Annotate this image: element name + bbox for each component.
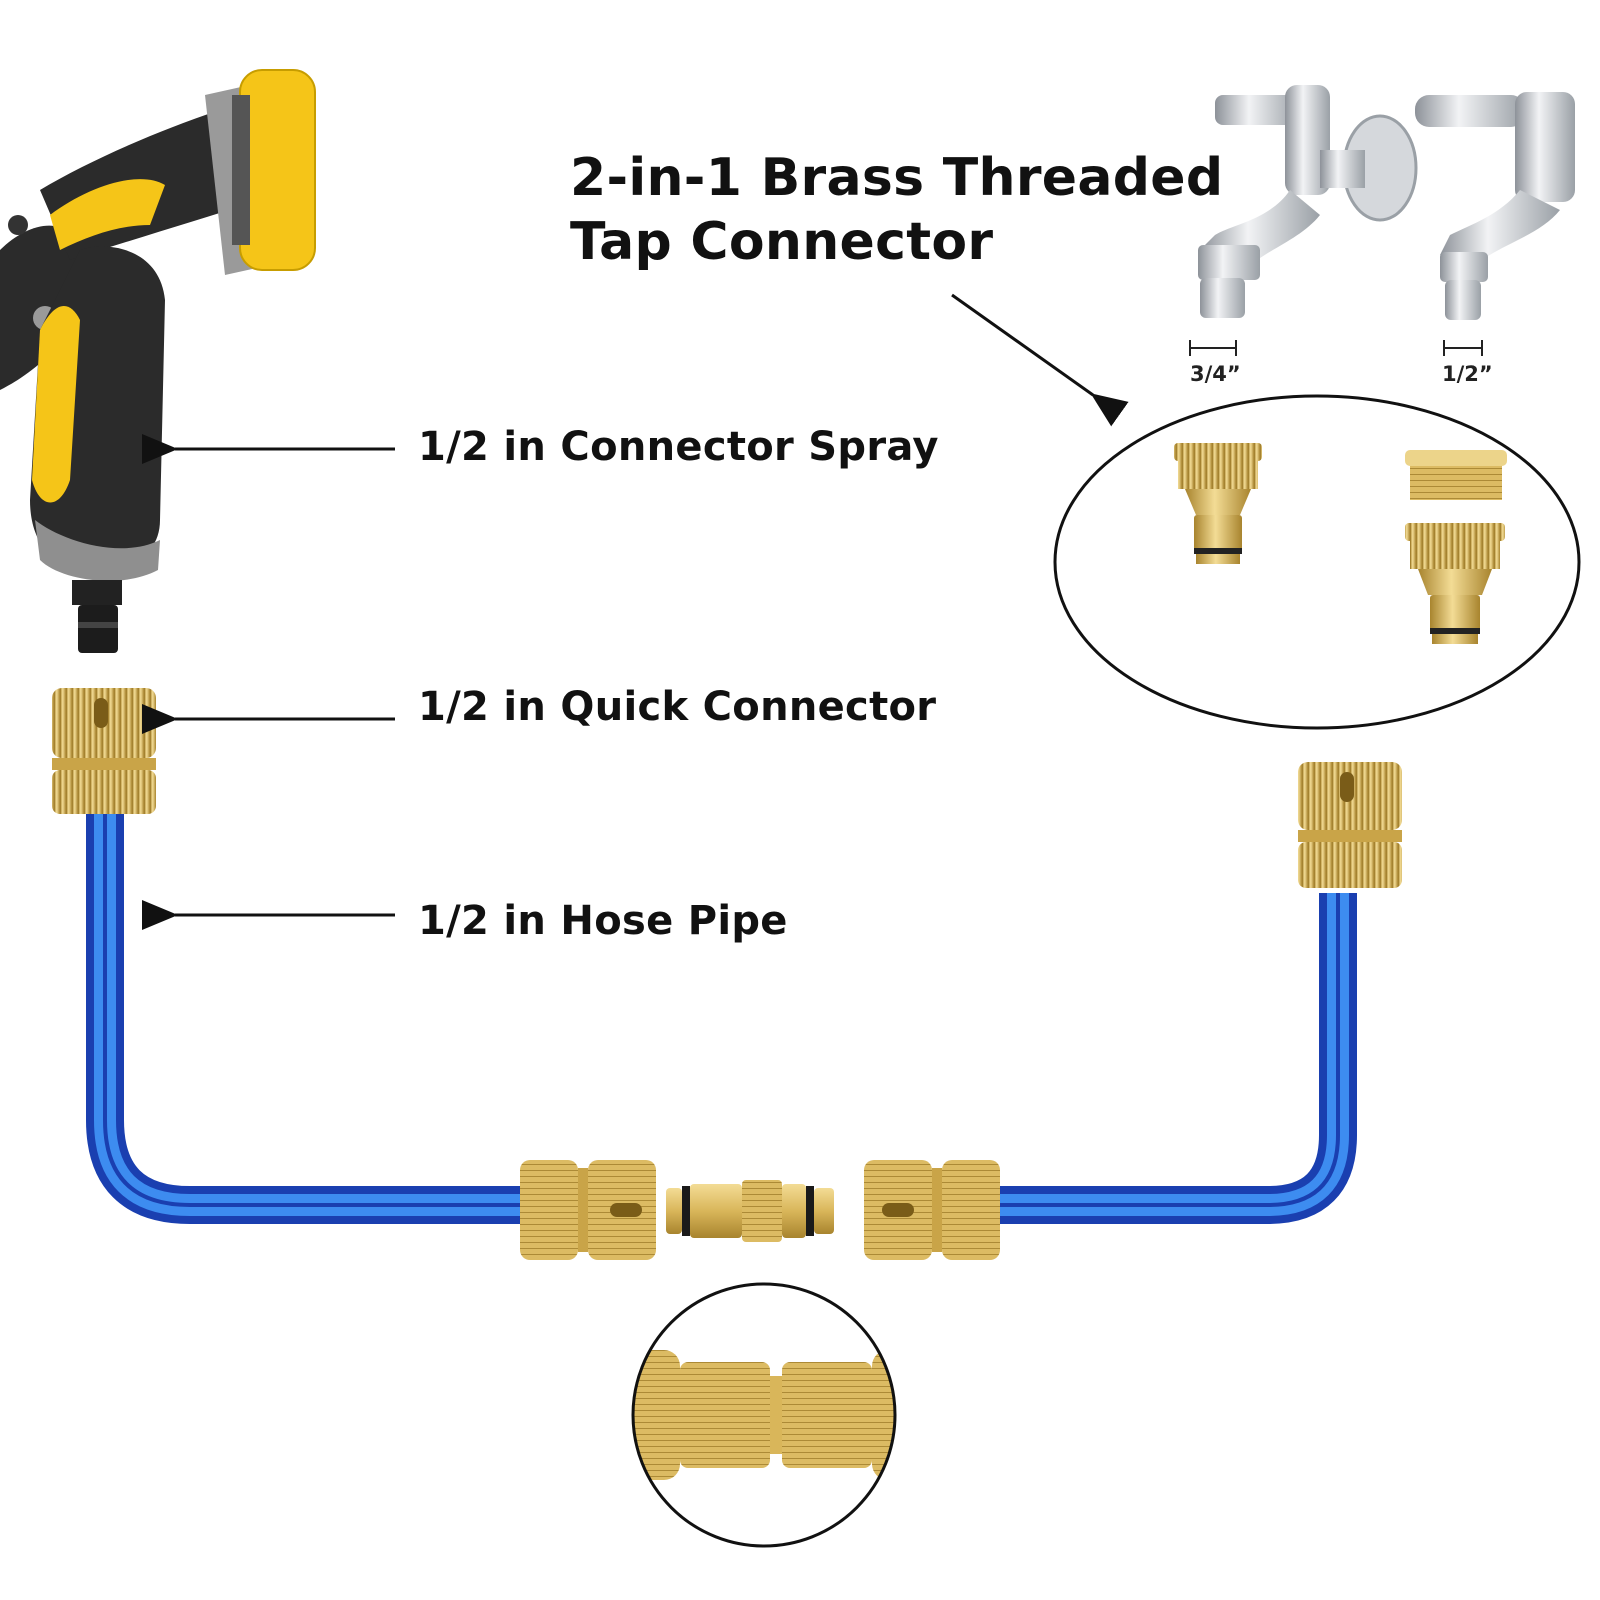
double-male-coupler <box>666 1180 834 1242</box>
callout-quick-connector: 1/2 in Quick Connector <box>418 684 937 730</box>
hose-pipe <box>86 805 1357 1224</box>
spray-nozzle-icon <box>0 69 316 653</box>
callout-hose-pipe: 1/2 in Hose Pipe <box>418 898 788 944</box>
arrow-icon <box>142 293 1129 930</box>
brass-connector-icon <box>1053 394 1581 730</box>
tap-size-right: 1/2” <box>1442 362 1493 386</box>
title-line-2: Tap Connector <box>570 212 994 272</box>
callout-spray: 1/2 in Connector Spray <box>418 424 939 470</box>
tap-size-left: 3/4” <box>1190 362 1241 386</box>
quick-connector-left <box>52 688 156 814</box>
title-line-1: 2-in-1 Brass Threaded <box>570 148 1224 208</box>
quick-connector-right <box>1298 762 1402 888</box>
tap-faucet-icon <box>1189 85 1575 356</box>
quick-connector-bottom-left <box>520 1160 656 1260</box>
quick-connector-bottom-right <box>864 1160 1000 1260</box>
coupler-zoom-circle <box>631 1282 897 1548</box>
